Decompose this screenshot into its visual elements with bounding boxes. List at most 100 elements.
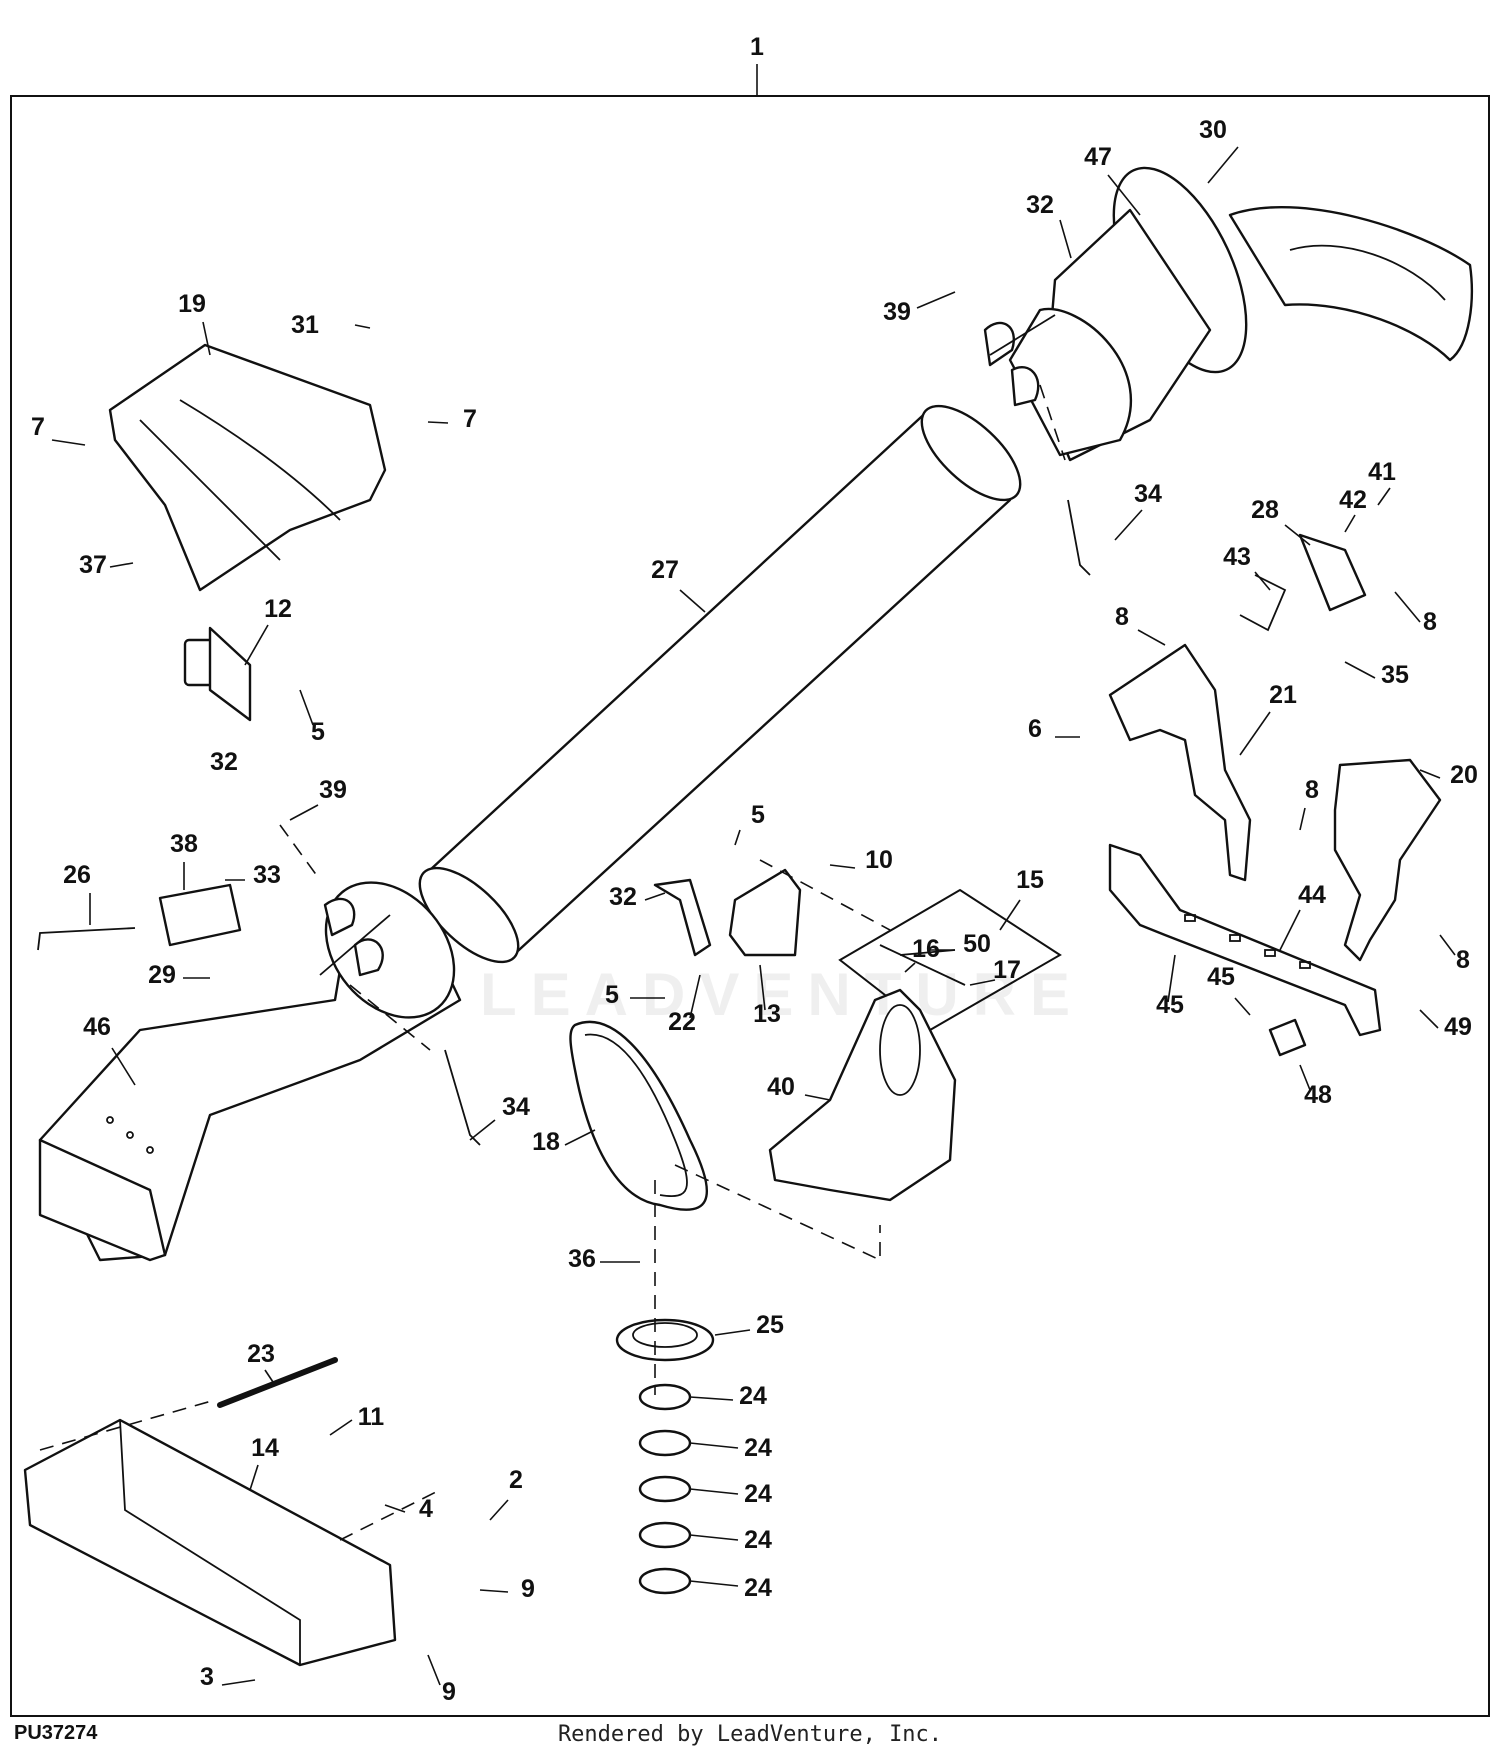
- leader-c9a: [479, 1589, 509, 1593]
- washer-stack-part-24: [638, 1383, 692, 1595]
- callout-c45b: 45: [1207, 963, 1235, 991]
- callout-c16: 16: [912, 935, 940, 963]
- leader-c24e: [689, 1580, 739, 1587]
- clamp-fitting-top: [983, 314, 1056, 407]
- callout-c28: 28: [1251, 496, 1279, 524]
- leader-c42: [1344, 514, 1356, 533]
- u-bolt-plate-28-43: [1239, 533, 1367, 632]
- callout-c30: 30: [1199, 116, 1227, 144]
- callout-c6: 6: [1028, 715, 1042, 743]
- assembly-dashes: [39, 384, 1066, 1541]
- leader-c49: [1419, 1009, 1439, 1029]
- leader-c16: [904, 962, 916, 973]
- leader-c12: [244, 624, 269, 666]
- callout-c45a: 45: [1156, 991, 1184, 1019]
- leader-c19: [202, 321, 211, 356]
- callout-c42: 42: [1339, 486, 1367, 514]
- pulley-part-25: [615, 1318, 715, 1362]
- plate-part-38: [158, 883, 242, 947]
- callout-c27: 27: [651, 556, 679, 584]
- callout-c8c: 8: [1305, 776, 1319, 804]
- callout-c17: 17: [993, 956, 1021, 984]
- leader-c32a: [1059, 219, 1072, 259]
- callout-c7a: 7: [31, 413, 45, 441]
- callout-c49: 49: [1444, 1013, 1472, 1041]
- leader-c37: [109, 562, 134, 568]
- callout-c22: 22: [668, 1008, 696, 1036]
- callout-c12: 12: [264, 595, 292, 623]
- tube-part-27: [418, 404, 1022, 964]
- belt-part-18: [569, 1020, 708, 1211]
- leader-c4: [384, 1504, 406, 1513]
- leader-c34a: [1114, 509, 1143, 541]
- leader-c17: [969, 979, 996, 986]
- callout-c40: 40: [767, 1073, 795, 1101]
- leader-c32c: [644, 892, 666, 901]
- leader-c23: [264, 1369, 276, 1386]
- leader-c20: [1419, 769, 1441, 779]
- leader-c2: [489, 1499, 509, 1521]
- callout-c34a: 34: [1134, 480, 1162, 508]
- bracket-part-12: [183, 626, 252, 722]
- mount-arm-part-21: [1108, 643, 1252, 882]
- callout-c24e: 24: [744, 1574, 772, 1602]
- callout-c24c: 24: [744, 1480, 772, 1508]
- leader-c43: [1254, 571, 1271, 591]
- leader-c31: [354, 324, 371, 329]
- leader-c8b: [1137, 629, 1166, 646]
- leader-c14: [249, 1464, 259, 1491]
- leader-c13: [759, 964, 766, 1011]
- leader-c21: [1239, 711, 1271, 756]
- leader-c39a: [916, 291, 956, 309]
- leader-c25: [714, 1329, 751, 1336]
- leader-c39b: [289, 804, 319, 821]
- render-credit: Rendered by LeadVenture, Inc.: [557, 1722, 943, 1747]
- leader-c46: [111, 1047, 136, 1086]
- callout-c10: 10: [865, 846, 893, 874]
- bracket-part-13: [728, 868, 802, 957]
- leader-c11: [329, 1419, 353, 1436]
- leader-c7b: [427, 421, 449, 424]
- leader-c10: [829, 864, 856, 869]
- callout-c5c: 5: [605, 981, 619, 1009]
- callout-c8b: 8: [1115, 603, 1129, 631]
- hook-rod-part-34b: [444, 1049, 481, 1146]
- leader-c8d: [1439, 934, 1456, 956]
- housing-part-40: [768, 988, 957, 1202]
- base-bar-part-44: [1108, 843, 1382, 1037]
- callout-leaders: [51, 146, 1456, 1686]
- callout-c31: 31: [291, 311, 319, 339]
- callout-c44: 44: [1298, 881, 1326, 909]
- leader-c41: [1377, 487, 1391, 506]
- callout-c37: 37: [79, 551, 107, 579]
- leader-c8c: [1299, 807, 1306, 831]
- callout-c39a: 39: [883, 298, 911, 326]
- callout-c46: 46: [83, 1013, 111, 1041]
- callout-c32c: 32: [609, 883, 637, 911]
- callout-c29: 29: [148, 961, 176, 989]
- callout-c2: 2: [509, 1466, 523, 1494]
- callout-c15: 15: [1016, 866, 1044, 894]
- callout-c1: 1: [750, 33, 764, 61]
- leader-c48: [1299, 1064, 1311, 1091]
- callout-c33: 33: [253, 861, 281, 889]
- leader-c9b: [427, 1654, 441, 1686]
- callout-c24a: 24: [739, 1382, 767, 1410]
- callout-c21: 21: [1269, 681, 1297, 709]
- callout-c5b: 5: [751, 801, 765, 829]
- leader-c44: [1279, 909, 1301, 951]
- callout-c50: 50: [963, 930, 991, 958]
- mount-arm-part-20: [1333, 758, 1442, 962]
- leader-c27: [679, 589, 706, 613]
- callout-c25: 25: [756, 1311, 784, 1339]
- leader-c18: [564, 1129, 596, 1146]
- callout-c14: 14: [251, 1434, 279, 1462]
- figure-id: PU37274: [14, 1722, 98, 1744]
- callout-c8d: 8: [1456, 946, 1470, 974]
- callout-c36: 36: [568, 1245, 596, 1273]
- spout-part-47: [1008, 166, 1473, 462]
- clamp-fitting-bottom: [319, 897, 391, 977]
- callout-c39b: 39: [319, 776, 347, 804]
- callout-c32b: 32: [210, 748, 238, 776]
